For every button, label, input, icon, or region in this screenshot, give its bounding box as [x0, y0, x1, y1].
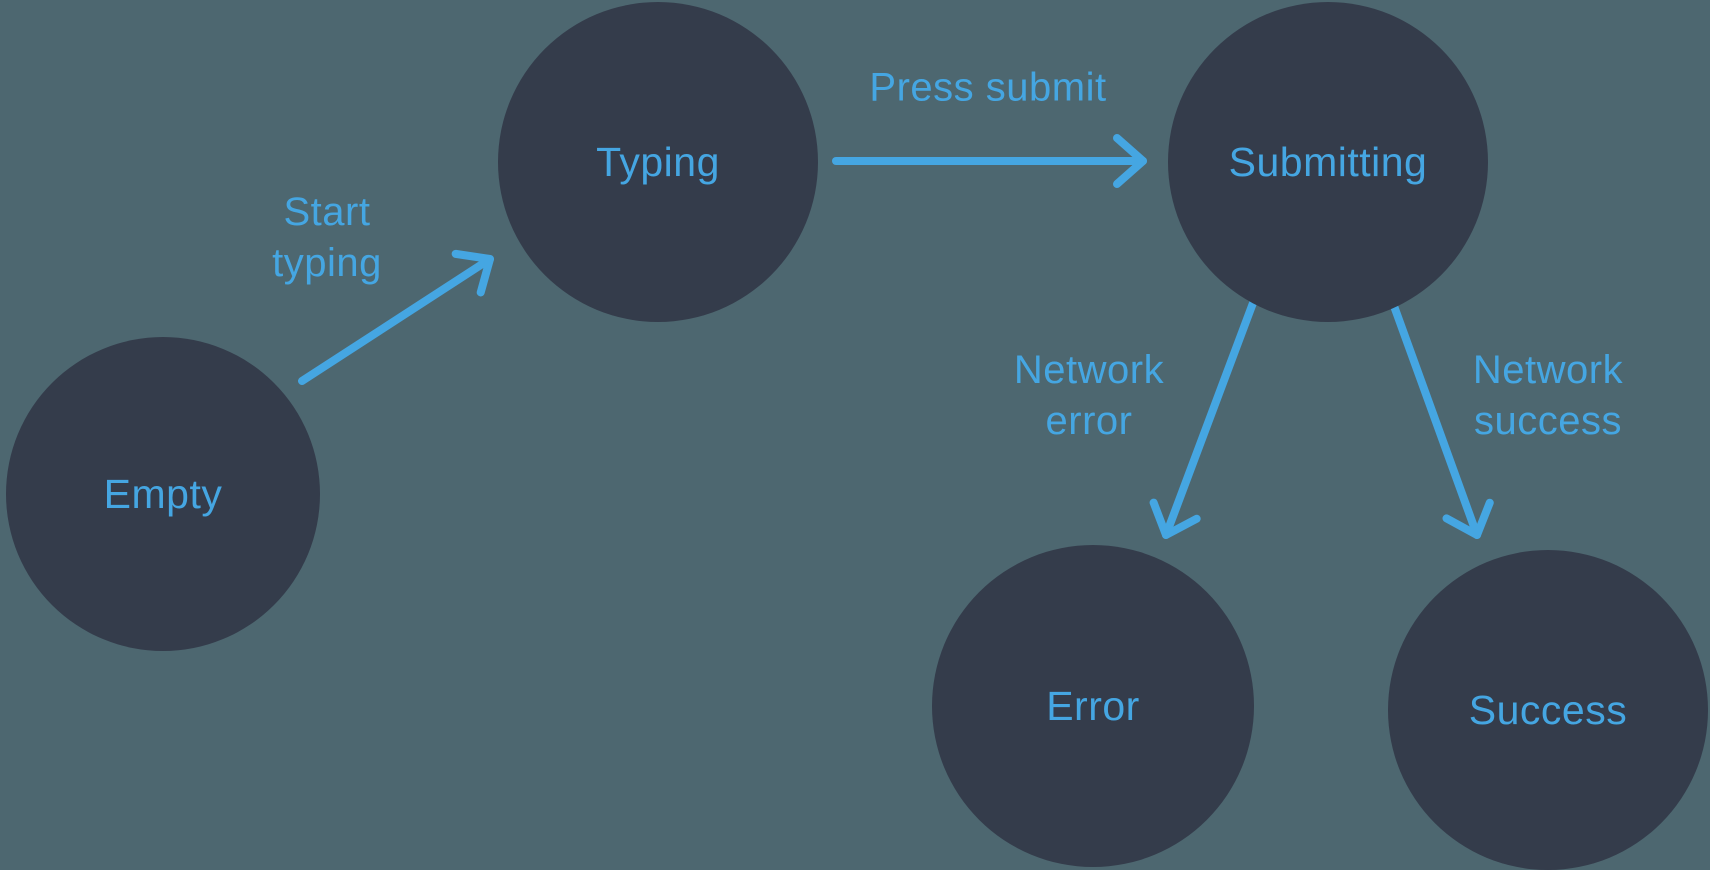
state-node-success: Success [1388, 550, 1708, 870]
edge-network-success-arrow [1390, 302, 1494, 539]
state-node-typing-label: Typing [596, 138, 720, 185]
state-node-submitting-label: Submitting [1228, 138, 1428, 185]
edge-label-network-success: Network success [1472, 347, 1624, 443]
edge-label-network-error: Network error [1013, 347, 1165, 443]
edge-label-press-submit: Press submit [869, 65, 1107, 110]
state-node-empty-label: Empty [103, 470, 223, 517]
state-node-success-label: Success [1468, 686, 1628, 733]
state-node-submitting: Submitting [1168, 2, 1488, 322]
state-node-empty: Empty [6, 337, 320, 651]
state-node-error: Error [932, 545, 1254, 867]
state-node-error-label: Error [1046, 682, 1140, 729]
edge-label-start-typing: Start typing [272, 189, 382, 285]
edge-network-error-arrow [1149, 299, 1257, 539]
state-node-typing: Typing [498, 2, 818, 322]
